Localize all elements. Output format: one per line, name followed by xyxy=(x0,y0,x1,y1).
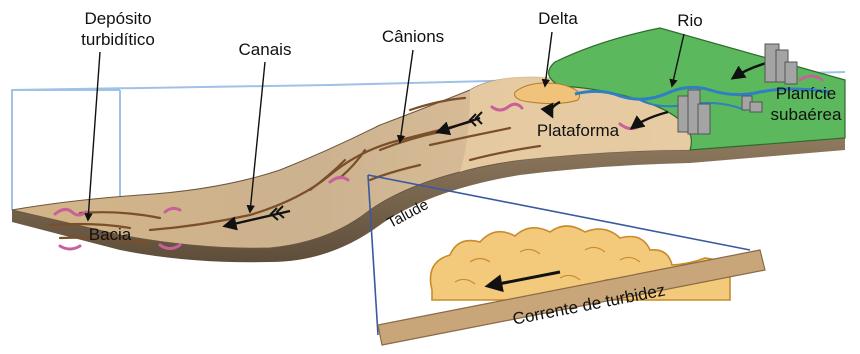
label-deposito-line1: Depósito xyxy=(84,9,151,28)
turbidity-inset xyxy=(378,226,765,345)
label-planicie-line1: Planície xyxy=(776,84,836,103)
label-bacia: Bacia xyxy=(89,225,132,244)
label-plataforma: Plataforma xyxy=(537,121,620,140)
label-canais: Canais xyxy=(239,40,292,59)
label-deposito-line2: turbidítico xyxy=(81,30,155,49)
label-delta: Delta xyxy=(538,9,578,28)
label-planicie-line2: subaérea xyxy=(771,105,842,124)
label-canions: Cânions xyxy=(382,27,444,46)
label-rio: Rio xyxy=(677,11,703,30)
